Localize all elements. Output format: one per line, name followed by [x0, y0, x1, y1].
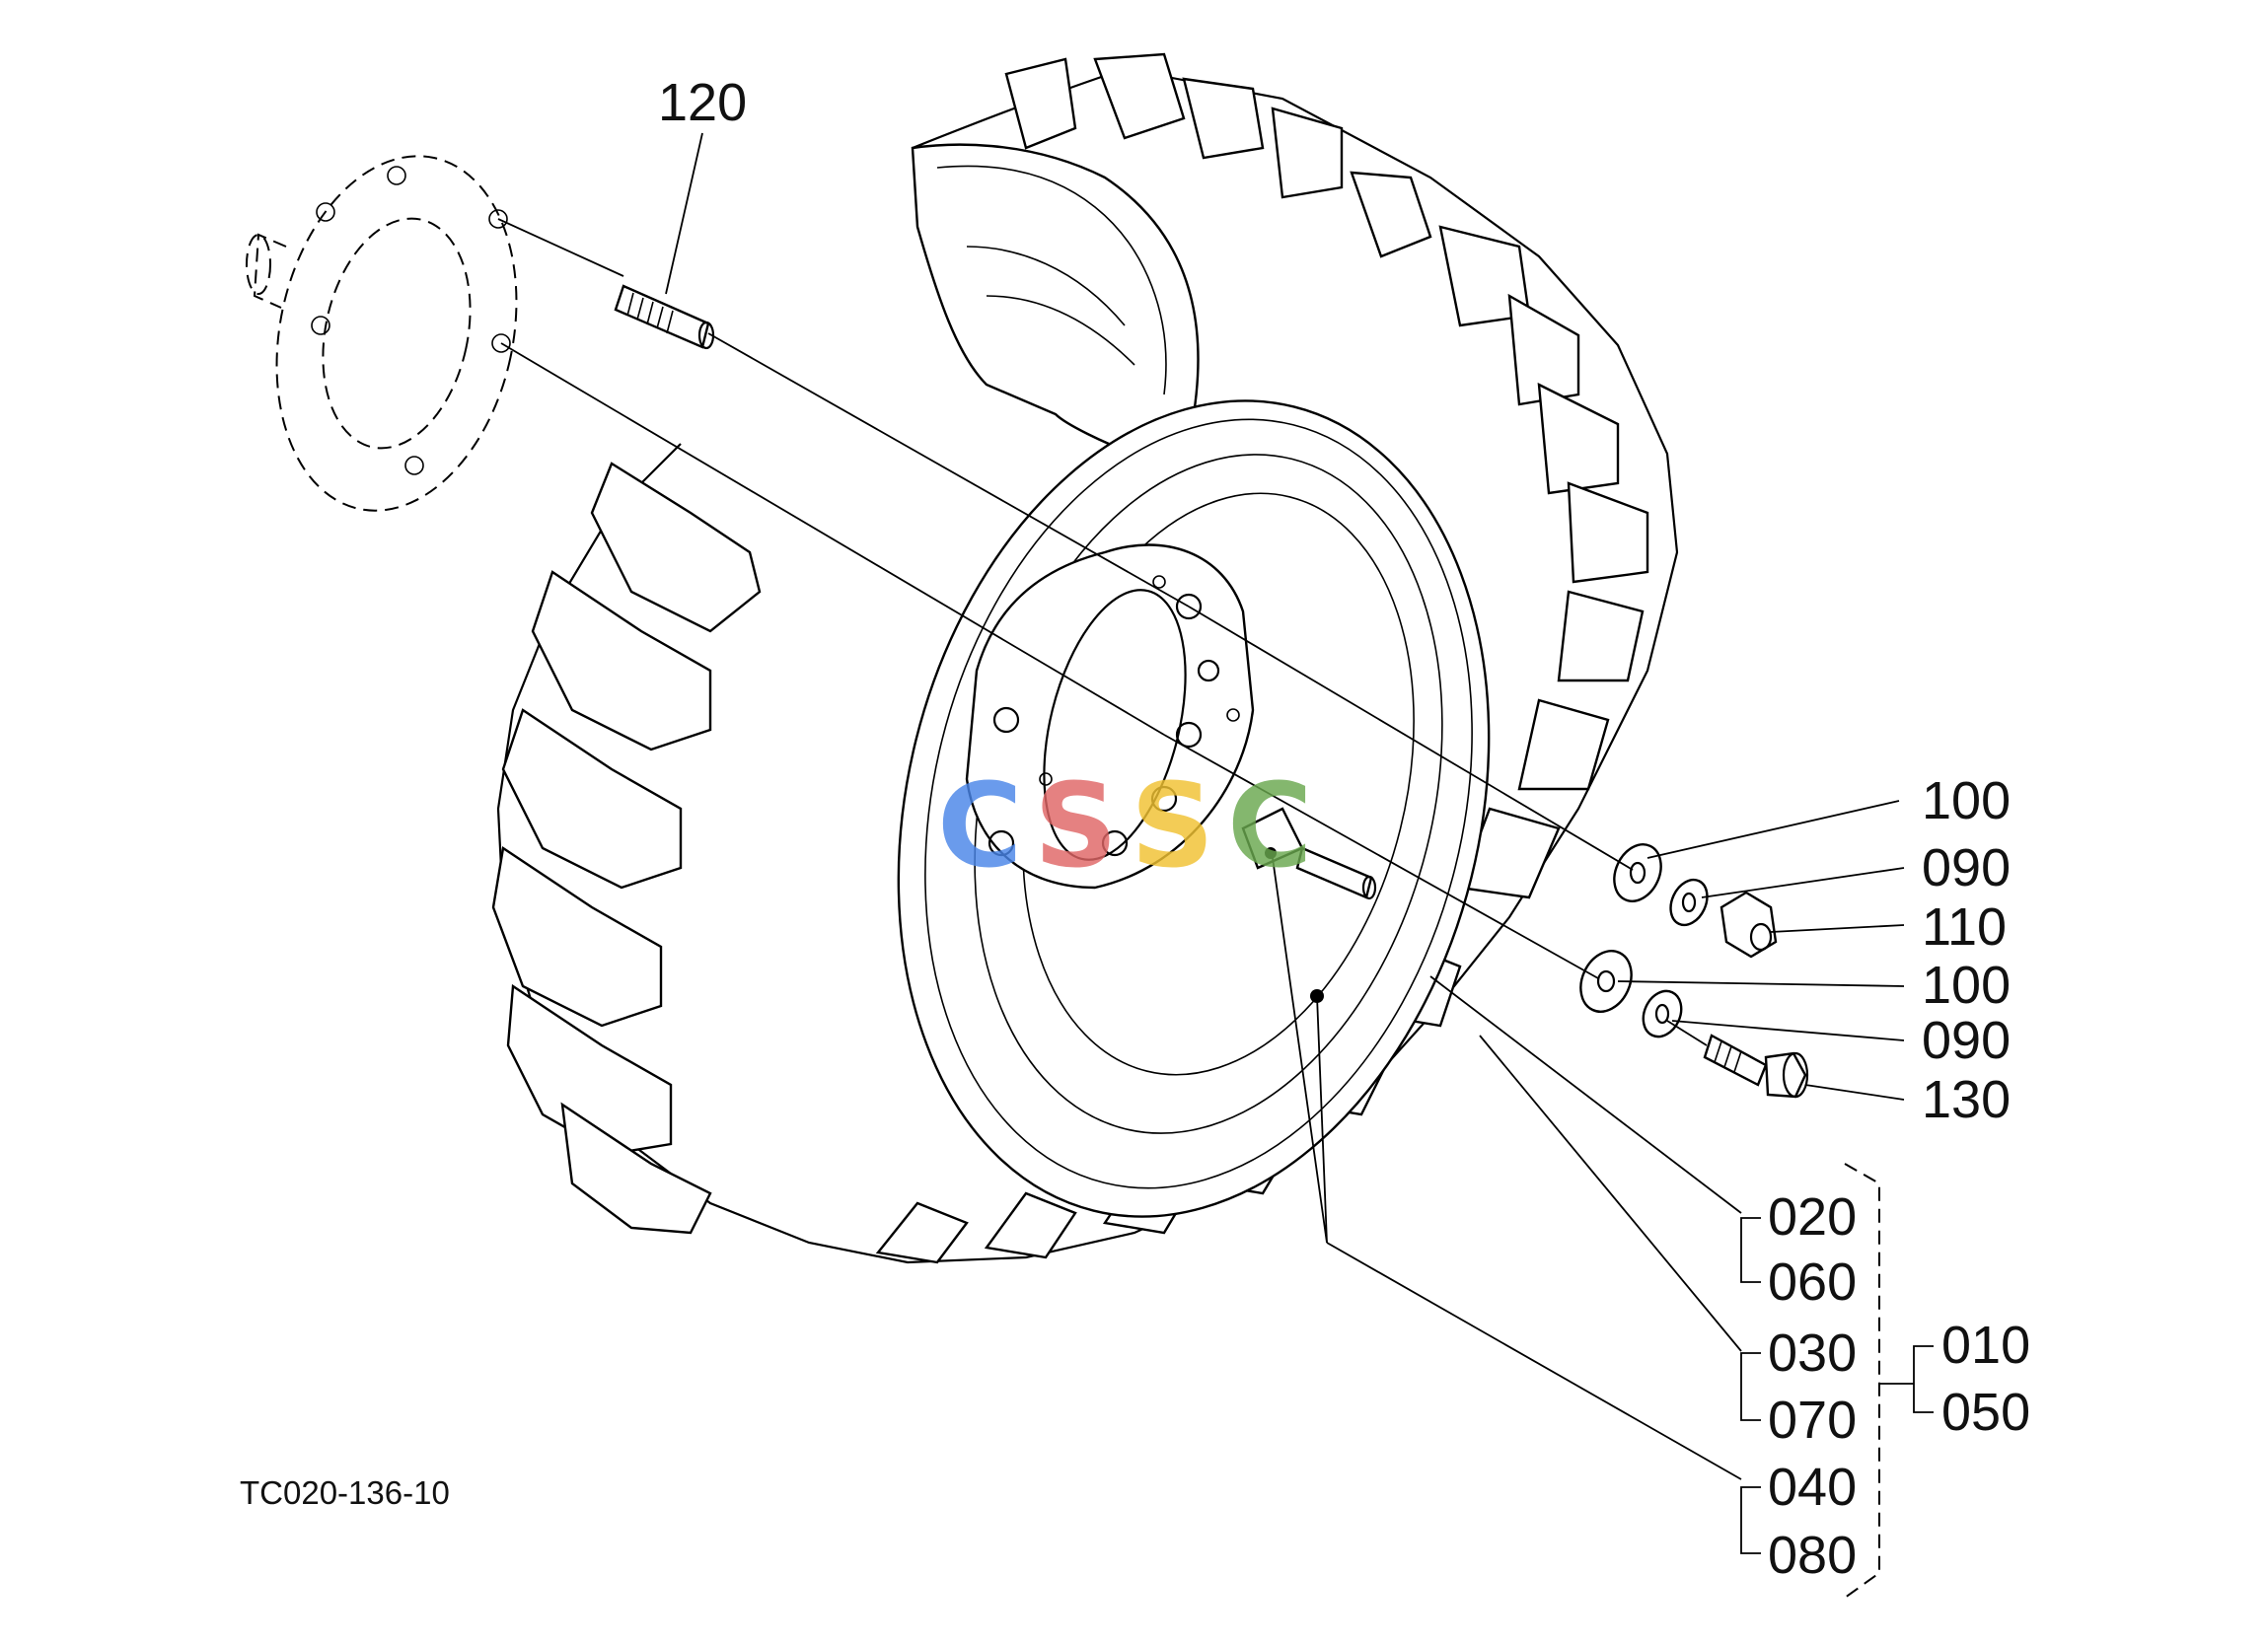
watermark-letter-3: S [1131, 757, 1214, 894]
callout-110: 110 [1922, 897, 2007, 957]
callout-120: 120 [658, 73, 747, 132]
callout-070: 070 [1768, 1391, 1857, 1450]
callout-060: 060 [1768, 1252, 1857, 1312]
figure-id: TC020-136-10 [240, 1474, 450, 1511]
callout-labels: 120 100 090 110 100 090 130 020 060 030 … [658, 73, 2030, 1585]
callout-090-lower: 090 [1922, 1011, 2011, 1070]
lockwasher-090-lower [1642, 989, 1683, 1038]
callout-010: 010 [1941, 1316, 2030, 1375]
wheel-stud [614, 284, 715, 350]
axle-flange [246, 155, 518, 512]
lockwasher-090-upper [1669, 878, 1709, 927]
callout-020: 020 [1768, 1187, 1857, 1247]
callout-090-upper: 090 [1922, 838, 2011, 897]
watermark-letter-2: S [1034, 757, 1118, 894]
leader-lines [665, 132, 1934, 1599]
callout-130: 130 [1922, 1070, 2011, 1129]
callout-080: 080 [1768, 1526, 1857, 1585]
nut-110 [1719, 891, 1778, 959]
callout-040: 040 [1768, 1458, 1857, 1517]
callout-050: 050 [1941, 1383, 2030, 1442]
callout-100-upper: 100 [1922, 771, 2011, 830]
assembly-lines [497, 218, 1708, 1046]
callout-030: 030 [1768, 1324, 1857, 1383]
watermark-letter-1: C [937, 757, 1023, 894]
bolt-130 [1703, 1034, 1809, 1099]
watermark-letter-4: C [1227, 757, 1313, 894]
washer-100-upper [1613, 843, 1662, 902]
watermark-logo: C S S C [937, 757, 1313, 894]
callout-100-lower: 100 [1922, 956, 2011, 1015]
wheel-rim [897, 399, 1491, 1218]
